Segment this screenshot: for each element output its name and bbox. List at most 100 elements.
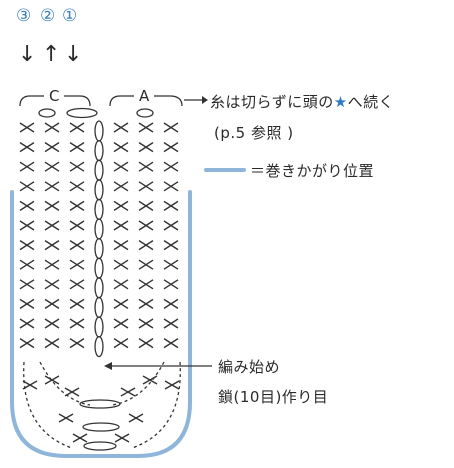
single-crochet-stitch <box>69 220 85 231</box>
single-crochet-stitch <box>44 338 60 349</box>
single-crochet-stitch <box>69 318 85 329</box>
single-crochet-stitch <box>44 318 60 329</box>
single-crochet-stitch <box>19 181 35 192</box>
top-loop-right <box>136 108 154 118</box>
chain-stitch <box>94 120 104 142</box>
top-loop-left <box>38 108 56 118</box>
single-crochet-stitch <box>44 279 60 290</box>
start-pointer-arrowhead <box>104 362 112 370</box>
single-crochet-stitch <box>163 298 179 309</box>
chain-stitch <box>94 296 104 319</box>
single-crochet-stitch <box>19 240 35 251</box>
single-crochet-grid <box>19 122 179 349</box>
note-reference: (p.5 参照 ) <box>214 124 294 142</box>
single-crochet-stitch <box>19 298 35 309</box>
single-crochet-stitch <box>69 142 85 153</box>
single-crochet-stitch <box>44 181 60 192</box>
chain-stitch <box>94 198 104 221</box>
single-crochet-stitch <box>19 142 35 153</box>
single-crochet-stitch <box>113 240 129 251</box>
single-crochet-stitch <box>113 181 129 192</box>
single-crochet-stitch <box>114 433 130 443</box>
single-crochet-stitch <box>113 338 129 349</box>
single-crochet-stitch <box>19 318 35 329</box>
single-crochet-stitch <box>19 259 35 270</box>
single-crochet-stitch <box>44 375 60 385</box>
single-crochet-stitch <box>44 298 60 309</box>
single-crochet-stitch <box>19 200 35 211</box>
chain-stitch <box>94 316 104 338</box>
single-crochet-stitch <box>113 200 129 211</box>
single-crochet-stitch <box>163 259 179 270</box>
single-crochet-stitch <box>69 279 85 290</box>
note-pointer-arrowhead <box>202 96 208 104</box>
label-a: A <box>139 87 150 105</box>
single-crochet-stitch <box>163 122 179 133</box>
single-crochet-stitch <box>19 161 35 172</box>
bottom-round <box>23 361 181 451</box>
foundation-chain-label: 鎖(10目)作り目 <box>218 388 329 406</box>
circled-number-1: ① <box>62 6 78 26</box>
single-crochet-stitch <box>113 122 129 133</box>
chain-stitch <box>94 257 104 279</box>
single-crochet-stitch <box>113 318 129 329</box>
single-crochet-stitch <box>44 240 60 251</box>
single-crochet-stitch <box>44 142 60 153</box>
single-crochet-stitch <box>69 122 85 133</box>
bottom-stitches <box>22 375 180 443</box>
single-crochet-stitch <box>128 413 144 423</box>
single-crochet-stitch <box>163 200 179 211</box>
chain-stitch <box>94 139 104 162</box>
single-crochet-stitch <box>58 413 74 423</box>
single-crochet-stitch <box>44 122 60 133</box>
circled-number-3: ③ <box>16 6 32 26</box>
chain-stitch <box>94 218 104 240</box>
single-crochet-stitch <box>69 259 85 270</box>
single-crochet-stitch <box>69 298 85 309</box>
single-crochet-stitch <box>19 122 35 133</box>
bracket-a <box>109 95 183 107</box>
single-crochet-stitch <box>19 220 35 231</box>
single-crochet-stitch <box>163 161 179 172</box>
single-crochet-stitch <box>44 220 60 231</box>
single-crochet-stitch <box>113 279 129 290</box>
single-crochet-stitch <box>113 298 129 309</box>
single-crochet-stitch <box>113 161 129 172</box>
single-crochet-stitch <box>120 387 136 397</box>
single-crochet-stitch <box>113 142 129 153</box>
single-crochet-stitch <box>138 122 154 133</box>
chain-stitch <box>94 335 104 358</box>
single-crochet-stitch <box>138 318 154 329</box>
bracket-c <box>19 95 91 107</box>
top-loop-center <box>66 107 98 119</box>
single-crochet-stitch <box>163 279 179 290</box>
single-crochet-stitch <box>113 220 129 231</box>
start-label: 編み始め <box>218 358 281 376</box>
chain-stitch <box>94 179 104 201</box>
single-crochet-stitch <box>138 220 154 231</box>
arrow-down-icon: ↓ <box>64 42 83 67</box>
single-crochet-stitch <box>138 259 154 270</box>
single-crochet-stitch <box>113 259 129 270</box>
chain-stitch <box>94 277 104 299</box>
single-crochet-stitch <box>163 181 179 192</box>
single-crochet-stitch <box>164 380 180 390</box>
continuation-note: 糸は切らずに頭の★へ続く <box>210 91 394 112</box>
single-crochet-stitch <box>72 433 88 443</box>
whipstitch-seam-line <box>10 190 192 458</box>
note-text-before-star: 糸は切らずに頭の <box>210 93 334 111</box>
single-crochet-stitch <box>163 338 179 349</box>
single-crochet-stitch <box>19 338 35 349</box>
single-crochet-stitch <box>64 387 80 397</box>
single-crochet-stitch <box>138 338 154 349</box>
legend-text: ＝巻きかがり位置 <box>250 162 375 180</box>
chain-stitch <box>94 159 104 181</box>
chain-stitch <box>94 237 104 260</box>
single-crochet-stitch <box>163 240 179 251</box>
chain-column <box>94 120 104 358</box>
single-crochet-stitch <box>138 240 154 251</box>
single-crochet-stitch <box>138 298 154 309</box>
single-crochet-stitch <box>163 142 179 153</box>
